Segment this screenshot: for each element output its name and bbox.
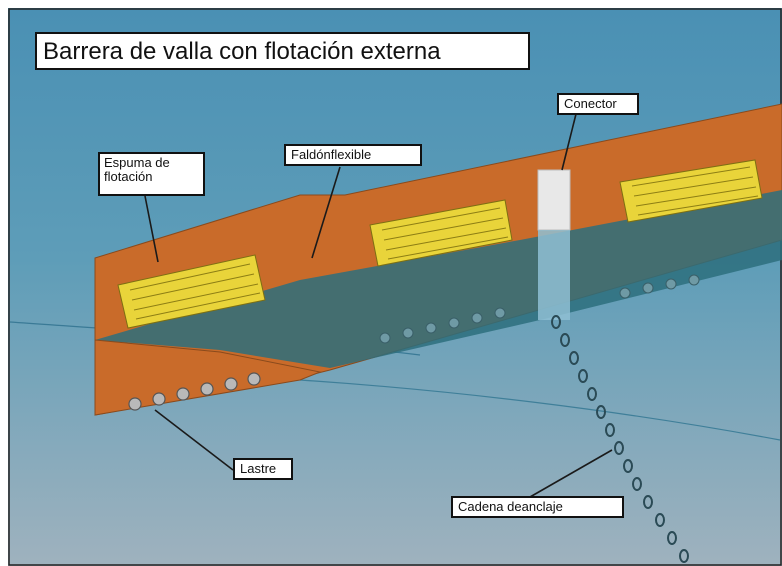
submerged-area xyxy=(95,190,782,368)
label-lastre: Lastre xyxy=(233,458,293,480)
connector xyxy=(537,169,571,231)
diagram-title: Barrera de valla con flotación externa xyxy=(35,32,530,70)
float-foam-3 xyxy=(619,159,763,223)
ballast-weights xyxy=(128,372,261,411)
leader-lines xyxy=(144,113,613,498)
label-faldon-flexible: Faldónflexible xyxy=(284,144,422,166)
water-current-line xyxy=(299,379,781,441)
label-cadena-anclaje: Cadena deanclaje xyxy=(451,496,624,518)
anchor-chain xyxy=(551,315,689,563)
float-foam-2 xyxy=(369,199,513,267)
connector-lower xyxy=(538,230,570,320)
label-espuma-flotacion: Espuma de flotación xyxy=(98,152,205,196)
ballast-weights-submerged xyxy=(379,274,700,344)
lower-skirt xyxy=(94,339,322,416)
outer-frame xyxy=(8,8,782,566)
label-conector: Conector xyxy=(557,93,639,115)
float-foam-1 xyxy=(117,254,266,329)
